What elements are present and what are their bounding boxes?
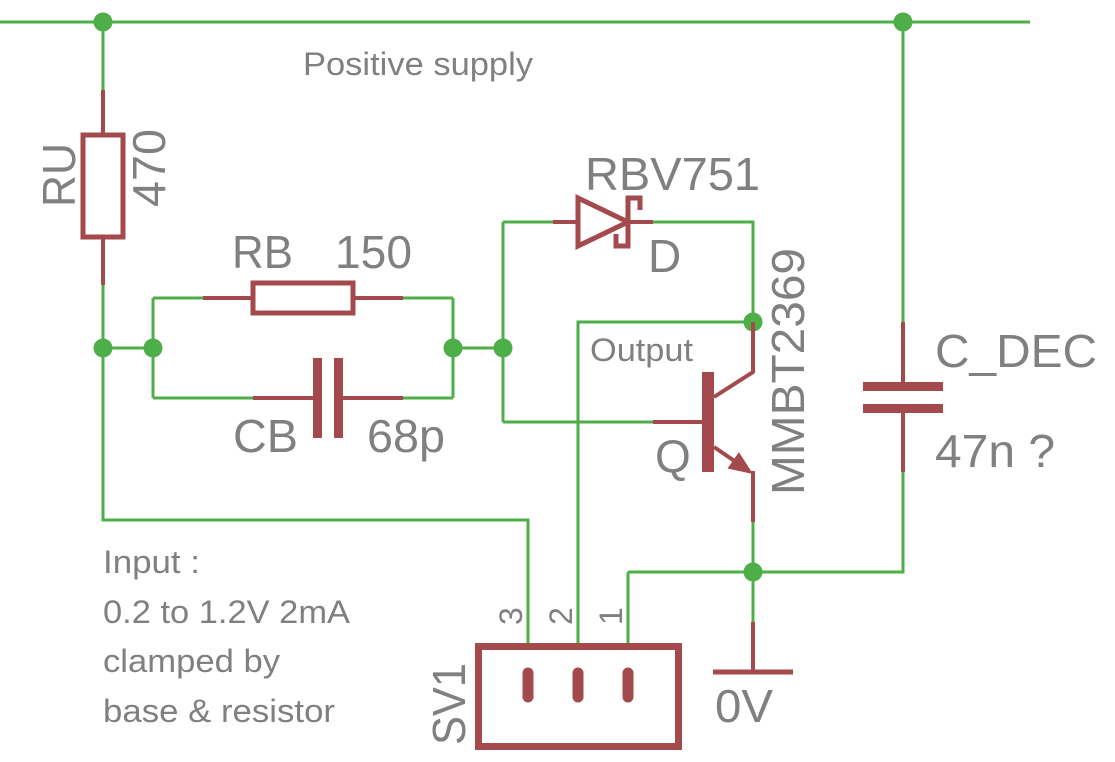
junction-dot — [743, 562, 763, 582]
resistor-ru-body — [80, 132, 126, 240]
output-net: Output — [576, 220, 763, 572]
capacitor-c-dec-plate — [863, 382, 943, 391]
resistor-ru-name: RU — [33, 143, 85, 207]
resistor-ru-value: 470 — [123, 129, 175, 207]
resistor-ru: RU 470 — [33, 90, 175, 285]
junction-dot — [93, 12, 113, 32]
base-net — [403, 220, 653, 424]
resistor-rb-name: RB — [232, 226, 293, 278]
output-net-label: Output — [590, 332, 693, 368]
resistor-rb-value: 150 — [335, 226, 412, 278]
junction-dot — [493, 338, 513, 358]
transistor-q-emitter-arrow — [727, 452, 753, 474]
diode-cathode-wire — [653, 220, 755, 322]
resistor-rb: RB 150 — [203, 226, 412, 316]
capacitor-c-dec-value: 47n ? — [935, 425, 1055, 477]
supply-rail-label: Positive supply — [303, 46, 533, 82]
transistor-q-collector — [712, 322, 755, 399]
input-note: Input : 0.2 to 1.2V 2mA clamped by base … — [103, 544, 351, 729]
connector-sv1: 3 2 1 SV1 — [423, 572, 682, 750]
capacitor-cb-value: 68p — [367, 410, 445, 462]
connector-sv1-name: SV1 — [423, 663, 475, 745]
connector-sv1-pin-number: 1 — [593, 607, 629, 625]
transistor-q-value: MMBT2369 — [762, 248, 814, 495]
input-note-line: clamped by — [103, 643, 280, 679]
input-note-line: 0.2 to 1.2V 2mA — [103, 594, 351, 630]
input-wire — [101, 285, 530, 572]
diode-d-value: RBV751 — [585, 148, 760, 200]
ground-symbol: 0V — [713, 622, 793, 732]
diode-d-triangle — [575, 194, 634, 250]
capacitor-cb-plate — [313, 358, 322, 438]
capacitor-c-dec-plate — [863, 404, 943, 413]
connector-sv1-pin-number: 2 — [543, 607, 579, 625]
transistor-q-name: Q — [655, 430, 691, 482]
input-note-line: Input : — [103, 544, 200, 580]
diode-d-name: D — [648, 230, 681, 282]
junction-dot — [893, 12, 913, 32]
junction-dot — [93, 338, 113, 358]
capacitor-c-dec: C_DEC 47n ? — [863, 322, 1097, 477]
capacitor-cb-plate — [334, 358, 343, 438]
transistor-q-base-bar — [702, 372, 714, 472]
ground-bus-wire — [628, 472, 905, 574]
capacitor-c-dec-name: C_DEC — [935, 325, 1097, 377]
transistor-q-emitter — [712, 445, 738, 464]
ground-net — [628, 472, 905, 622]
resistor-rb-body — [250, 280, 356, 316]
transistor-q: Q MMBT2369 — [653, 248, 814, 522]
positive-supply-net: Positive supply — [0, 12, 1030, 322]
junction-dot — [143, 338, 163, 358]
output-wire — [576, 320, 753, 572]
diode-d: RBV751 D — [553, 148, 760, 282]
capacitor-cb: CB 68p — [233, 358, 445, 462]
capacitor-cb-name: CB — [233, 410, 298, 462]
connector-sv1-pin-number: 3 — [493, 607, 529, 625]
ground-symbol-label: 0V — [715, 680, 773, 732]
input-note-line: base & resistor — [103, 693, 335, 729]
connector-sv1-body — [475, 643, 682, 750]
input-net — [93, 285, 530, 572]
junction-dot — [443, 338, 463, 358]
